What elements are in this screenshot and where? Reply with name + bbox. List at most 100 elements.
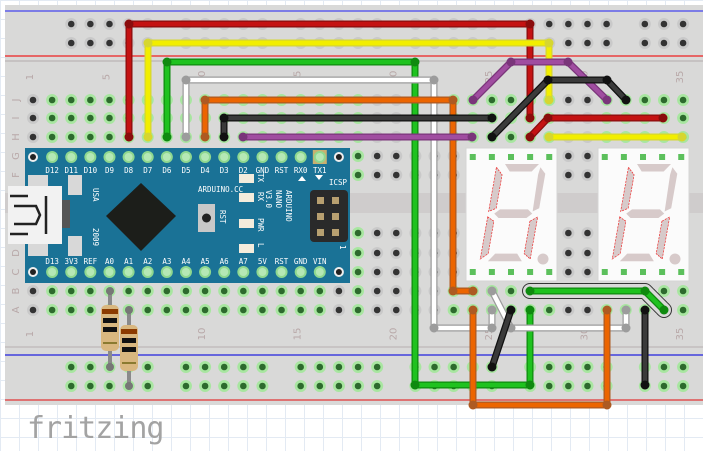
breadboard-hole[interactable] xyxy=(600,37,613,49)
breadboard-hole[interactable] xyxy=(46,131,59,143)
black-wire[interactable] xyxy=(487,75,631,142)
breadboard-hole[interactable] xyxy=(562,304,575,316)
breadboard-hole[interactable] xyxy=(160,285,173,297)
purple-wire[interactable] xyxy=(238,132,477,142)
breadboard-hole[interactable] xyxy=(27,304,39,316)
breadboard-hole[interactable] xyxy=(122,285,135,297)
breadboard-hole[interactable] xyxy=(84,361,97,373)
breadboard-hole[interactable] xyxy=(371,150,384,162)
breadboard-hole[interactable] xyxy=(581,94,594,106)
red-wire[interactable] xyxy=(124,19,535,142)
breadboard-hole[interactable] xyxy=(103,18,116,30)
breadboard-hole[interactable] xyxy=(275,304,288,316)
breadboard-hole[interactable] xyxy=(237,380,250,392)
breadboard-hole[interactable] xyxy=(275,285,288,297)
breadboard-hole[interactable] xyxy=(332,285,345,297)
breadboard-hole[interactable] xyxy=(199,285,212,297)
breadboard-hole[interactable] xyxy=(657,380,670,392)
breadboard-hole[interactable] xyxy=(313,361,326,373)
breadboard-hole[interactable] xyxy=(505,131,517,143)
breadboard-hole[interactable] xyxy=(371,169,384,181)
breadboard-hole[interactable] xyxy=(562,361,575,373)
breadboard-hole[interactable] xyxy=(371,247,384,259)
breadboard-hole[interactable] xyxy=(428,361,441,373)
breadboard-hole[interactable] xyxy=(447,304,460,316)
breadboard-hole[interactable] xyxy=(256,361,269,373)
breadboard-hole[interactable] xyxy=(677,18,690,30)
breadboard-hole[interactable] xyxy=(313,380,326,392)
breadboard-hole[interactable] xyxy=(352,266,365,278)
breadboard-hole[interactable] xyxy=(562,37,575,49)
breadboard-hole[interactable] xyxy=(562,266,575,278)
orange-wire[interactable] xyxy=(468,305,612,410)
breadboard-hole[interactable] xyxy=(562,150,575,162)
breadboard-hole[interactable] xyxy=(352,247,365,259)
breadboard-hole[interactable] xyxy=(294,380,307,392)
breadboard-hole[interactable] xyxy=(84,285,97,297)
yellow-wire[interactable] xyxy=(143,38,554,142)
breadboard-hole[interactable] xyxy=(103,380,116,392)
breadboard-hole[interactable] xyxy=(352,150,365,162)
breadboard-hole[interactable] xyxy=(677,112,690,124)
breadboard-hole[interactable] xyxy=(65,18,78,30)
breadboard-hole[interactable] xyxy=(84,131,97,143)
breadboard-hole[interactable] xyxy=(65,37,78,49)
breadboard-hole[interactable] xyxy=(371,361,384,373)
breadboard-hole[interactable] xyxy=(160,304,173,316)
breadboard-hole[interactable] xyxy=(562,247,575,259)
breadboard-hole[interactable] xyxy=(581,37,594,49)
breadboard-hole[interactable] xyxy=(390,247,403,259)
breadboard-hole[interactable] xyxy=(65,94,78,106)
breadboard-hole[interactable] xyxy=(103,37,116,49)
breadboard-hole[interactable] xyxy=(84,94,97,106)
breadboard-hole[interactable] xyxy=(390,304,403,316)
breadboard-hole[interactable] xyxy=(581,266,594,278)
breadboard-hole[interactable] xyxy=(218,304,231,316)
breadboard-hole[interactable] xyxy=(46,285,59,297)
breadboard-hole[interactable] xyxy=(103,131,116,143)
breadboard-hole[interactable] xyxy=(505,94,517,106)
breadboard-hole[interactable] xyxy=(543,18,556,30)
breadboard-hole[interactable] xyxy=(294,285,307,297)
breadboard-hole[interactable] xyxy=(84,304,97,316)
breadboard-hole[interactable] xyxy=(27,112,39,124)
breadboard-hole[interactable] xyxy=(657,94,670,106)
breadboard-hole[interactable] xyxy=(103,94,116,106)
breadboard-hole[interactable] xyxy=(218,361,231,373)
breadboard-hole[interactable] xyxy=(638,37,651,49)
breadboard-hole[interactable] xyxy=(371,227,384,239)
breadboard-hole[interactable] xyxy=(46,112,59,124)
breadboard-hole[interactable] xyxy=(677,304,690,316)
breadboard-hole[interactable] xyxy=(84,380,97,392)
breadboard-hole[interactable] xyxy=(352,285,365,297)
breadboard-hole[interactable] xyxy=(179,304,192,316)
breadboard-hole[interactable] xyxy=(199,361,212,373)
breadboard-hole[interactable] xyxy=(390,169,403,181)
orange-wire[interactable] xyxy=(200,95,478,296)
breadboard-hole[interactable] xyxy=(371,285,384,297)
breadboard-hole[interactable] xyxy=(352,304,365,316)
breadboard-hole[interactable] xyxy=(657,18,670,30)
breadboard-hole[interactable] xyxy=(543,380,556,392)
breadboard-hole[interactable] xyxy=(199,380,212,392)
breadboard-hole[interactable] xyxy=(218,380,231,392)
breadboard-hole[interactable] xyxy=(543,304,556,316)
breadboard-hole[interactable] xyxy=(447,361,460,373)
breadboard-hole[interactable] xyxy=(352,380,365,392)
breadboard-hole[interactable] xyxy=(179,361,192,373)
breadboard-hole[interactable] xyxy=(581,169,594,181)
breadboard-hole[interactable] xyxy=(46,304,59,316)
breadboard-hole[interactable] xyxy=(581,247,594,259)
breadboard-hole[interactable] xyxy=(352,361,365,373)
breadboard-hole[interactable] xyxy=(141,361,154,373)
breadboard-hole[interactable] xyxy=(562,380,575,392)
breadboard-hole[interactable] xyxy=(581,150,594,162)
breadboard-hole[interactable] xyxy=(677,361,690,373)
breadboard-hole[interactable] xyxy=(677,285,690,297)
breadboard-hole[interactable] xyxy=(352,227,365,239)
breadboard-hole[interactable] xyxy=(657,361,670,373)
breadboard-hole[interactable] xyxy=(352,169,365,181)
breadboard-hole[interactable] xyxy=(65,304,78,316)
breadboard-hole[interactable] xyxy=(218,285,231,297)
breadboard-hole[interactable] xyxy=(562,169,575,181)
